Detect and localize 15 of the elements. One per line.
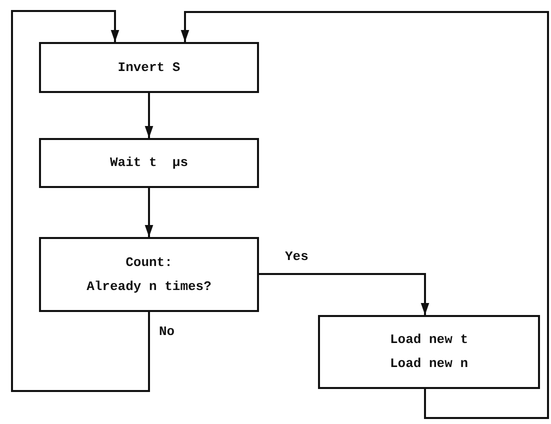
process-box (318, 315, 540, 389)
box-text: Load new t (390, 332, 468, 348)
arrow (180, 11, 549, 419)
box-text: Already n times? (86, 278, 212, 294)
process-box (39, 138, 259, 188)
arrow (144, 188, 154, 237)
box-text: Invert S (118, 60, 180, 76)
arrow (11, 10, 150, 392)
box-text: Wait t μs (110, 155, 188, 171)
arrow (144, 93, 154, 138)
arrow (259, 273, 430, 315)
process-box (39, 42, 259, 93)
box-text: Count: (126, 254, 172, 270)
box-text: Load new n (390, 356, 468, 372)
process-box (39, 237, 259, 312)
